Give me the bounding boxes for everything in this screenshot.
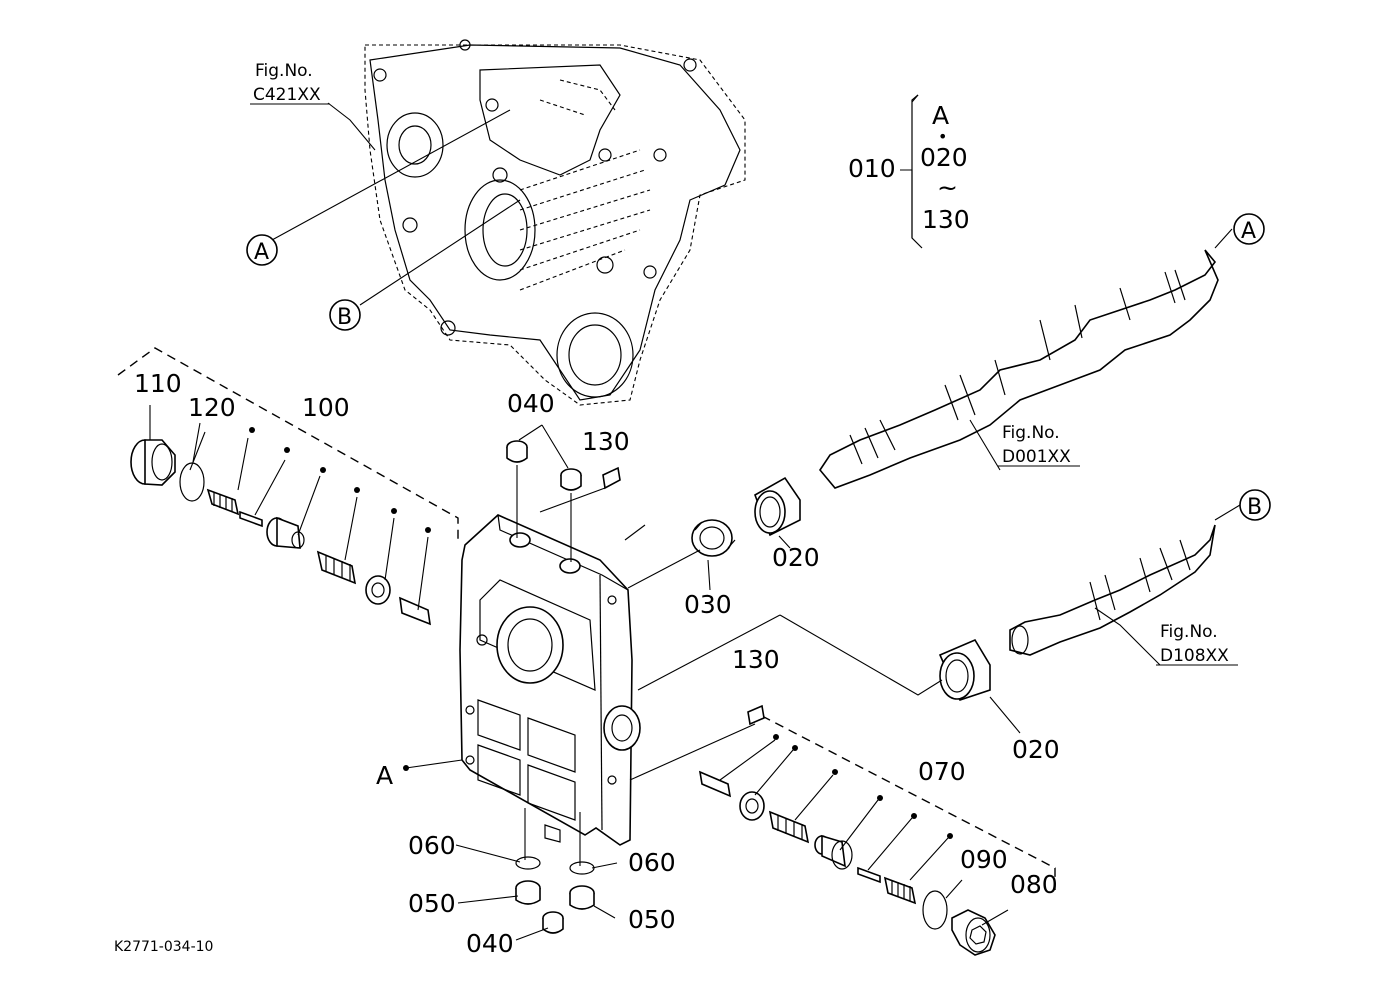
- bearing-020-upper: [754, 476, 801, 537]
- spring-lower-1: [768, 810, 810, 844]
- svg-text:D108XX: D108XX: [1160, 646, 1229, 666]
- pin-130-top: [602, 466, 621, 490]
- bearing-020-lower: [938, 638, 991, 701]
- transmission-case: [364, 39, 746, 406]
- label-130-top: 130: [582, 427, 630, 456]
- spring-upper-2: [316, 550, 357, 585]
- plug-050-right: [569, 885, 595, 910]
- o-ring-120: [179, 462, 205, 502]
- reference-code: K2771-034-10: [114, 939, 213, 955]
- callout-b-right: B: [1239, 489, 1271, 521]
- plug-040-top-right: [560, 468, 582, 491]
- plug-080: [951, 909, 996, 956]
- label-040-bottom: 040: [466, 929, 514, 958]
- callout-b-left: B: [329, 299, 361, 331]
- label-110: 110: [134, 369, 182, 398]
- label-090: 090: [960, 845, 1008, 874]
- svg-text:A: A: [1241, 219, 1256, 244]
- label-020-upper: 020: [772, 543, 820, 572]
- poppet-upper: [365, 575, 391, 605]
- o-ring-060-left: [515, 856, 541, 870]
- spool-lower: [814, 834, 853, 870]
- poppet-lower: [739, 791, 765, 821]
- fig-ref-c421xx: Fig.No. C421XX: [250, 61, 330, 105]
- plug-110: [130, 439, 176, 486]
- plug-050-left: [515, 880, 541, 905]
- spool-upper: [266, 516, 305, 549]
- svg-text:Fig.No.: Fig.No.: [1160, 622, 1218, 642]
- lower-shaft: [1009, 524, 1216, 656]
- brace-first-label: 020: [920, 143, 968, 172]
- brace-tilde: ~: [937, 173, 958, 202]
- svg-text:C421XX: C421XX: [253, 85, 321, 105]
- label-130-mid: 130: [732, 645, 780, 674]
- label-100: 100: [302, 393, 350, 422]
- label-070: 070: [918, 757, 966, 786]
- spring-upper-1: [206, 488, 240, 516]
- plug-lower-small: [698, 770, 732, 798]
- label-010: 010: [848, 154, 896, 183]
- label-050-left: 050: [408, 889, 456, 918]
- svg-text:D001XX: D001XX: [1002, 447, 1071, 467]
- pin-upper: [239, 510, 263, 528]
- valve-stack-100: [117, 347, 459, 626]
- svg-text:B: B: [1247, 495, 1262, 520]
- label-050-right: 050: [628, 905, 676, 934]
- pin-130-mid: [747, 704, 765, 726]
- svg-text:A: A: [254, 240, 269, 265]
- plug-040-bottom: [542, 911, 564, 934]
- label-020-lower: 020: [1012, 735, 1060, 764]
- o-ring-090: [922, 890, 948, 930]
- valve-stack-070: [698, 715, 1056, 956]
- label-080: 080: [1010, 870, 1058, 899]
- spring-lower-2: [883, 876, 917, 905]
- brace-dot: •: [938, 127, 947, 146]
- upper-shaft: [819, 249, 1219, 489]
- label-060-right: 060: [628, 848, 676, 877]
- oil-seal-030: [691, 519, 736, 557]
- fig-ref-d108xx: Fig.No. D108XX: [1156, 622, 1238, 666]
- label-060-left: 060: [408, 831, 456, 860]
- callout-a-right: A: [1233, 213, 1265, 245]
- brace-last-label: 130: [922, 205, 970, 234]
- label-040-top: 040: [507, 389, 555, 418]
- brace-top-label: A: [932, 101, 949, 130]
- label-assembly-a: A: [376, 761, 393, 790]
- small-parts: [506, 440, 765, 934]
- svg-text:Fig.No.: Fig.No.: [255, 61, 313, 81]
- leader-lines: [149, 94, 1241, 941]
- o-ring-060-right: [569, 861, 595, 875]
- pin-lower: [857, 866, 881, 884]
- brace-block: A • 020 ~ 130 010: [848, 94, 970, 249]
- plug-040-top-left: [506, 440, 528, 463]
- callout-a-left: A: [246, 234, 278, 266]
- valve-body: [459, 514, 641, 846]
- fig-ref-d001xx: Fig.No. D001XX: [998, 423, 1080, 467]
- part-labels: 110 120 100 040 130 030 020 020 130 070 …: [134, 369, 1060, 958]
- plug-upper-small: [399, 596, 431, 626]
- label-120: 120: [188, 393, 236, 422]
- label-030: 030: [684, 590, 732, 619]
- svg-text:B: B: [337, 305, 352, 330]
- svg-text:Fig.No.: Fig.No.: [1002, 423, 1060, 443]
